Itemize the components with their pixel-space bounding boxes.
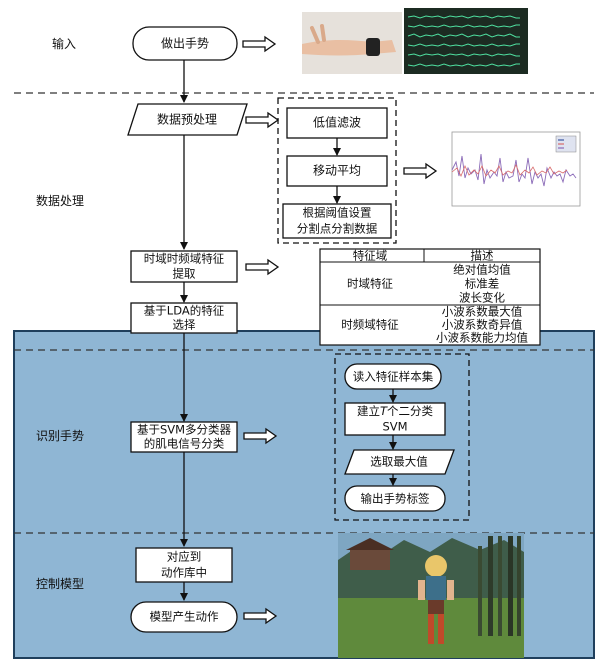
map-library-label-2: 动作库中 (161, 566, 207, 580)
arrow-feature-to-table (245, 259, 279, 275)
output-label-node (344, 485, 446, 512)
build-svm-node (344, 402, 446, 436)
gesture-node-label: 做出手势 (161, 36, 209, 51)
output-label-label: 输出手势标签 (361, 492, 430, 506)
rendered-character-scene (338, 533, 524, 658)
preprocess-group (277, 97, 397, 244)
model-action-node (130, 601, 238, 633)
table-row1-item2: 标准差 (465, 277, 500, 291)
lda-node-label-2: 选择 (173, 318, 196, 332)
lda-node (130, 302, 238, 334)
map-library-label-1: 对应到 (167, 550, 202, 564)
table-row2-item1: 小波系数最大值 (442, 305, 523, 319)
segment-node-label-2: 分割点分割数据 (297, 222, 378, 236)
section-label-processing: 数据处理 (36, 193, 84, 208)
table-row1-item3: 波长变化 (459, 291, 505, 305)
svm-classifier-label-2: 的肌电信号分类 (144, 437, 225, 451)
build-svm-label-1: 建立T个二分类 (357, 404, 434, 418)
preprocess-node-label: 数据预处理 (157, 112, 217, 127)
arrow-gesture-to-photo (242, 36, 276, 52)
section-label-input: 输入 (52, 36, 76, 51)
preprocess-node (127, 103, 248, 136)
feature-extract-label-1: 时域时频域特征 (144, 252, 225, 266)
feature-extract-node (130, 250, 238, 283)
section-label-control: 控制模型 (36, 577, 84, 591)
feature-extract-label-2: 提取 (173, 267, 196, 281)
segment-node (282, 203, 392, 239)
lowpass-node (286, 107, 388, 139)
select-max-node (344, 449, 455, 475)
section-label-recognition: 识别手势 (36, 429, 84, 443)
table-header-domain: 特征域 (353, 249, 388, 263)
lowpass-node-label: 低值滤波 (313, 115, 361, 130)
build-svm-label-2: SVM (382, 420, 407, 434)
table-header-description: 描述 (471, 249, 494, 263)
table-row2-item3: 小波系数能力均值 (436, 331, 528, 345)
model-action-label: 模型产生动作 (150, 610, 219, 624)
arrow-preprocess-to-group (245, 112, 279, 128)
read-samples-label: 读入特征样本集 (353, 370, 434, 384)
moving-avg-node-label: 移动平均 (313, 164, 361, 178)
select-max-label: 选取最大值 (370, 455, 428, 469)
map-library-node (135, 547, 233, 583)
arm-armband-photo (302, 12, 402, 74)
table-row1-domain: 时域特征 (347, 277, 393, 291)
table-row2-item2: 小波系数奇异值 (442, 318, 523, 332)
segment-node-label-1: 根据阈值设置 (303, 206, 372, 220)
table-row1-item1: 绝对值均值 (453, 263, 511, 277)
svm-classifier-label-1: 基于SVM多分类器 (137, 423, 232, 437)
arrow-group-to-signal-plot (403, 163, 437, 179)
moving-avg-node (286, 155, 388, 187)
filtered-signal-plot (440, 128, 584, 212)
emg-channels-plot (404, 8, 528, 74)
table-row2-domain: 时频域特征 (341, 318, 399, 332)
svm-classifier-node (130, 421, 238, 453)
gesture-node (132, 26, 238, 61)
feature-table: 特征域 描述 时域特征 绝对值均值 标准差 波长变化 时频域特征 小波系数最大值… (319, 248, 541, 346)
lda-node-label-1: 基于LDA的特征 (144, 304, 225, 318)
